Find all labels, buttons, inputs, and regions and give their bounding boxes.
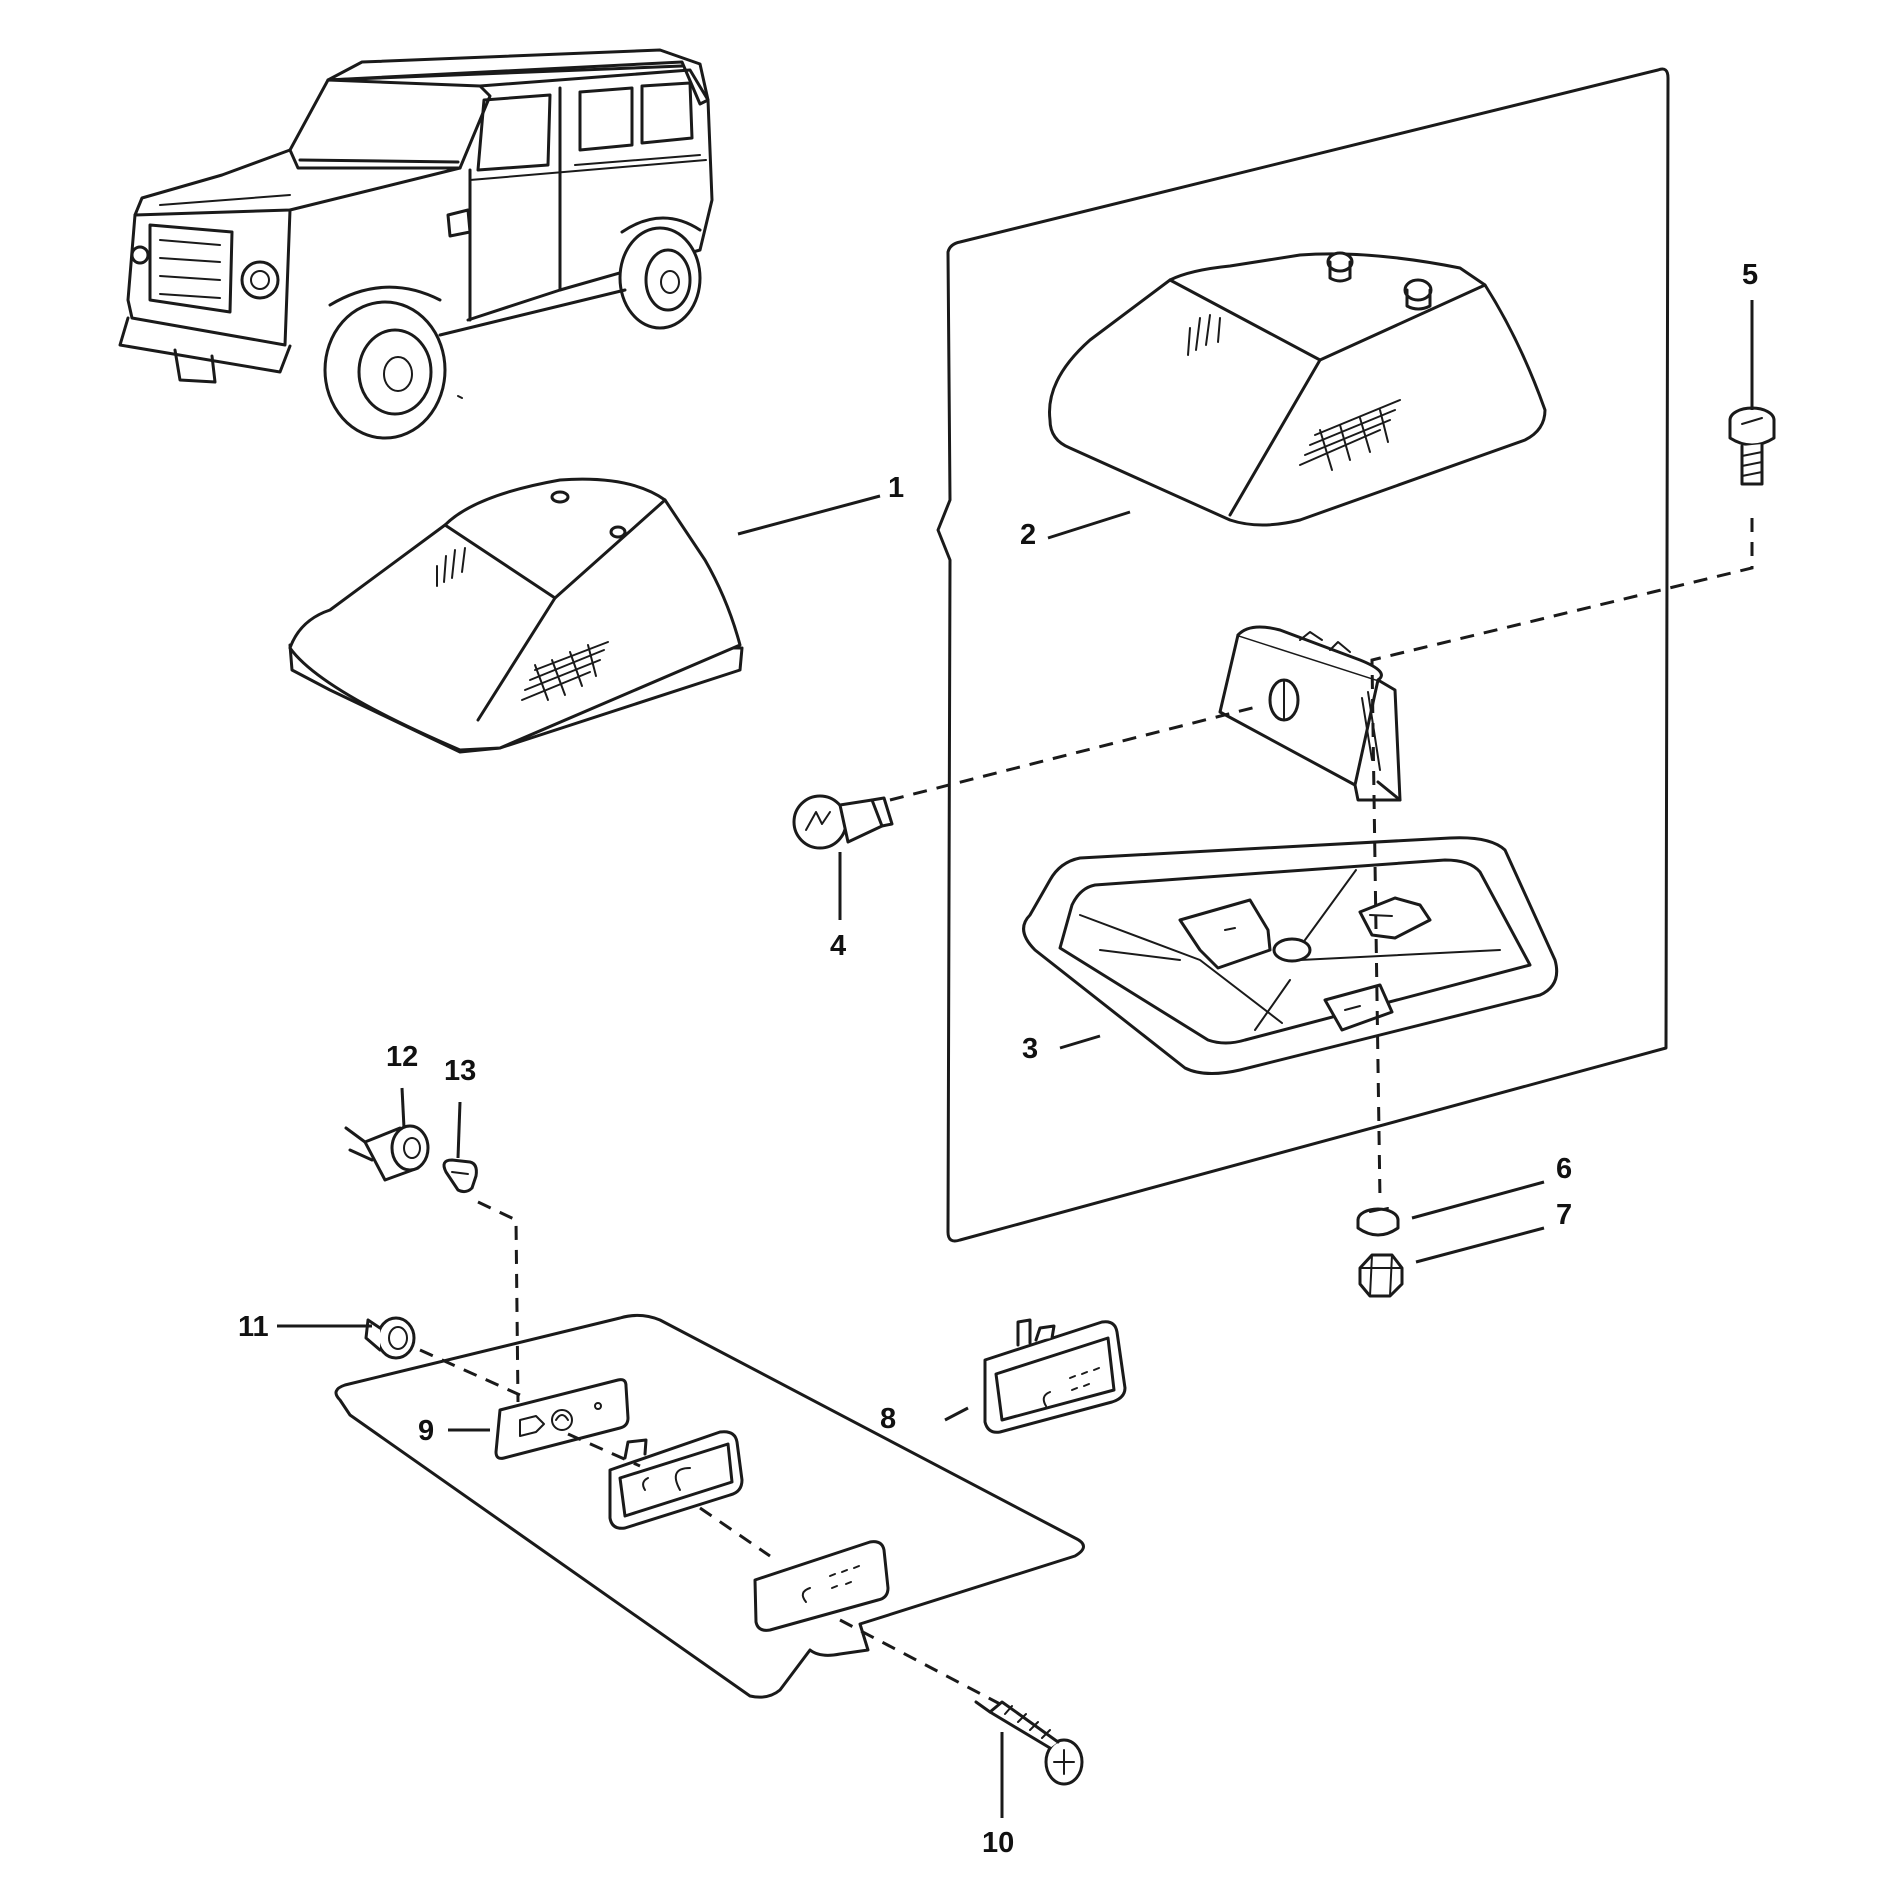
lower-assembly-panel [334,1313,1085,1699]
callout-6: 6 [1556,1153,1572,1185]
reading-lamp-icon [983,1318,1127,1434]
callout-3: 3 [1022,1033,1038,1065]
off-road-vehicle-icon [118,48,714,440]
callout-13: 13 [444,1055,476,1087]
callout-1: 1 [888,472,904,504]
wood-screw-icon [974,1700,1084,1786]
callout-9: 9 [418,1415,434,1447]
callout-10: 10 [982,1827,1014,1859]
screw-icon [1728,406,1776,486]
leader-lines [277,300,1754,1818]
bulb-icon [792,794,894,850]
nut-icon [1358,1253,1404,1298]
interior-lamp-assembly-icon [288,477,744,754]
push-clip-icon [364,1316,416,1360]
callout-7: 7 [1556,1199,1572,1231]
switch-body-icon [608,1430,744,1530]
callout-12: 12 [386,1041,418,1073]
callout-11: 11 [238,1311,269,1343]
washer-icon [1356,1207,1400,1237]
lamp-lens-small-icon [753,1540,890,1632]
lamp-lens-icon [1048,251,1547,527]
festoon-bulb-icon [442,1158,478,1194]
callout-8: 8 [880,1403,896,1435]
callout-4: 4 [830,930,846,962]
assembly-lines [419,518,1754,1706]
callout-labels: 1 2 3 4 5 6 7 8 9 10 11 12 13 [238,259,1758,1859]
bulb-holder-icon [1218,625,1402,802]
socket-icon [344,1124,430,1182]
callout-2: 2 [1020,519,1036,551]
lamp-housing-base-icon [1022,836,1559,1075]
callout-5: 5 [1742,259,1758,291]
switch-plate-icon [494,1378,630,1460]
